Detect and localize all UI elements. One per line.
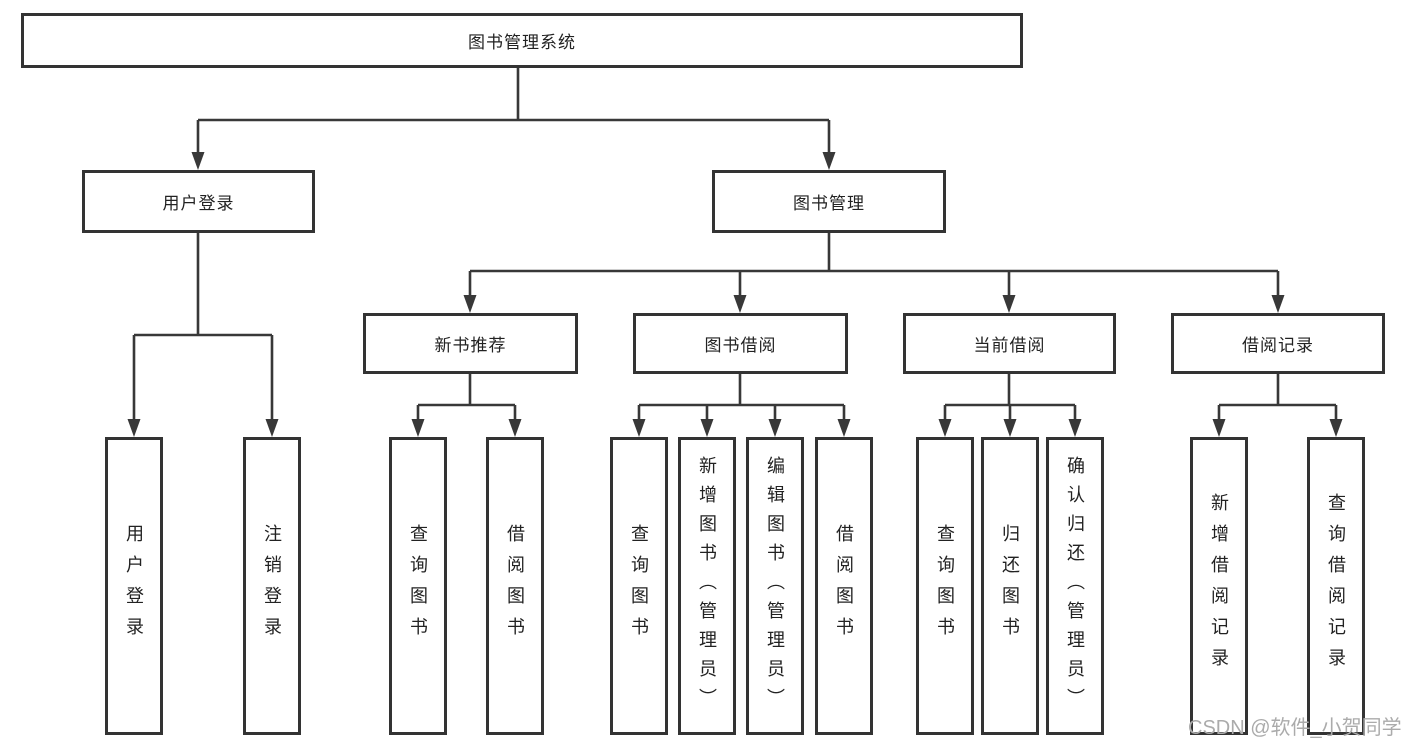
arrowhead — [191, 152, 205, 170]
group-borrow-records: 借阅记录 — [1171, 313, 1385, 374]
group-book-borrow: 图书借阅 — [633, 313, 848, 374]
leaf-query-books: 查询图书 — [389, 437, 447, 735]
arrowhead — [265, 419, 279, 437]
arrowhead — [1212, 419, 1226, 437]
arrowhead — [632, 419, 646, 437]
arrowhead — [733, 295, 747, 313]
leaf-borrow-books: 借阅图书 — [815, 437, 873, 735]
arrowhead — [1068, 419, 1082, 437]
branch-book-management: 图书管理 — [712, 170, 946, 233]
leaf-label: 借阅图书 — [505, 524, 525, 648]
arrowhead — [508, 419, 522, 437]
leaf-query-borrow-record: 查询借阅记录 — [1307, 437, 1365, 735]
branch-user-login: 用户登录 — [82, 170, 315, 233]
arrowhead — [127, 419, 141, 437]
arrowhead — [1003, 419, 1017, 437]
leaf-label: 确认归还（管理员） — [1065, 455, 1085, 717]
leaf-label: 借阅图书 — [834, 524, 854, 648]
tree-edges — [132, 68, 1338, 423]
leaf-label: 用户登录 — [124, 524, 144, 648]
leaf-label: 注销登录 — [262, 524, 282, 648]
leaf-add-borrow-record: 新增借阅记录 — [1190, 437, 1248, 735]
leaf-confirm-return-admin: 确认归还（管理员） — [1046, 437, 1104, 735]
arrowhead — [463, 295, 477, 313]
group-current-borrow: 当前借阅 — [903, 313, 1116, 374]
leaf-label: 查询图书 — [408, 524, 428, 648]
leaf-logout: 注销登录 — [243, 437, 301, 735]
leaf-label: 查询借阅记录 — [1326, 493, 1346, 679]
root-node-system: 图书管理系统 — [21, 13, 1023, 68]
arrowhead — [411, 419, 425, 437]
group-new-book-recommend: 新书推荐 — [363, 313, 578, 374]
arrowhead — [1329, 419, 1343, 437]
leaf-query-books: 查询图书 — [610, 437, 668, 735]
arrowhead — [768, 419, 782, 437]
leaf-return-books: 归还图书 — [981, 437, 1039, 735]
leaf-edit-books-admin: 编辑图书（管理员） — [746, 437, 804, 735]
arrowhead — [700, 419, 714, 437]
leaf-label: 新增图书（管理员） — [697, 455, 717, 717]
leaf-label: 查询图书 — [629, 524, 649, 648]
leaf-user-login: 用户登录 — [105, 437, 163, 735]
leaf-label: 查询图书 — [935, 524, 955, 648]
arrowhead — [1002, 295, 1016, 313]
csdn-watermark: CSDN @软件_小贺同学 — [1188, 717, 1402, 739]
arrowhead — [822, 152, 836, 170]
leaf-label: 新增借阅记录 — [1209, 493, 1229, 679]
arrowhead — [938, 419, 952, 437]
leaf-label: 归还图书 — [1000, 524, 1020, 648]
leaf-add-books-admin: 新增图书（管理员） — [678, 437, 736, 735]
arrowhead — [1271, 295, 1285, 313]
leaf-borrow-books: 借阅图书 — [486, 437, 544, 735]
leaf-query-books: 查询图书 — [916, 437, 974, 735]
leaf-label: 编辑图书（管理员） — [765, 455, 785, 717]
arrowhead — [837, 419, 851, 437]
